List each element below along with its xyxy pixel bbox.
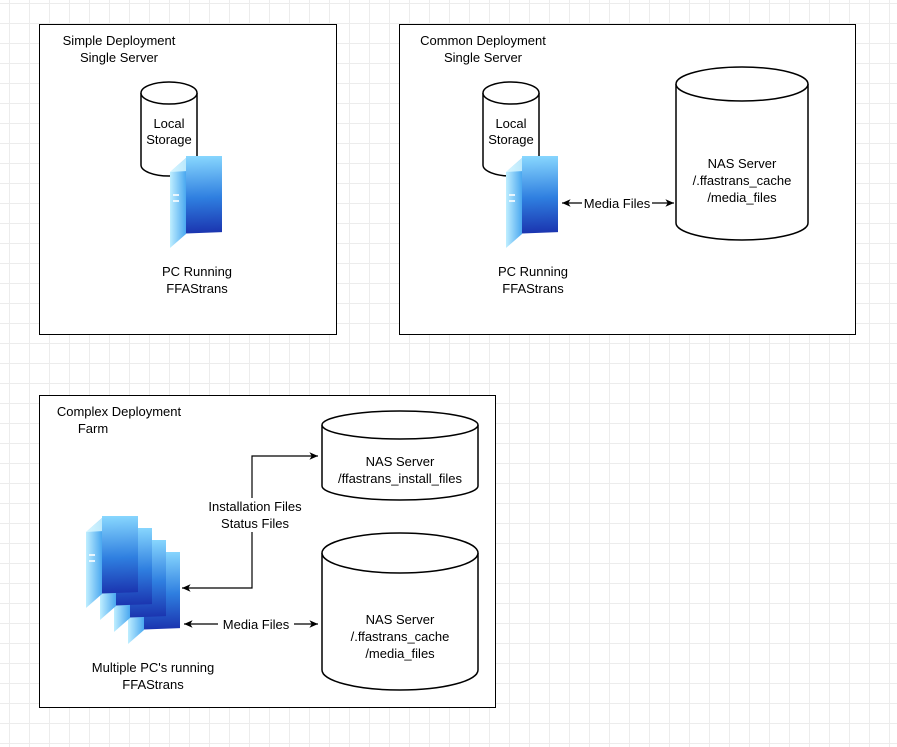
complex-title-line1: Complex Deployment — [57, 404, 182, 419]
pcs-label-line1: Multiple PC's running — [92, 660, 214, 675]
media-files-label: Media Files — [223, 617, 290, 632]
install-label-line2: Status Files — [221, 516, 289, 531]
local-storage-cylinder: Local Storage — [140, 81, 198, 177]
local-storage-label-line1: Local — [495, 116, 526, 131]
pcs-label-line2: FFAStrans — [122, 677, 184, 692]
pc-label-line1: PC Running — [498, 264, 568, 279]
nas-server-cylinder: NAS Server /.ffastrans_cache /media_file… — [675, 66, 809, 241]
simple-title-line2: Single Server — [80, 50, 159, 65]
local-storage-label-line2: Storage — [488, 132, 534, 147]
local-storage-label-line2: Storage — [146, 132, 192, 147]
common-title-line1: Common Deployment — [420, 33, 546, 48]
install-label-bg — [204, 498, 308, 532]
common-title-line2: Single Server — [444, 50, 523, 65]
install-nas-cylinder: NAS Server /ffastrans_install_files — [321, 410, 479, 501]
nas-label-line1: NAS Server — [708, 156, 777, 171]
common-deployment-panel: Common Deployment Single Server Local St… — [399, 24, 856, 335]
install-nas-label-line2: /ffastrans_install_files — [338, 471, 463, 486]
media-label-bg — [218, 616, 294, 632]
media-nas-label-line2: /.ffastrans_cache — [351, 629, 450, 644]
nas-label-line3: /media_files — [707, 190, 777, 205]
pc-label-line2: FFAStrans — [502, 281, 564, 296]
install-label-line1: Installation Files — [208, 499, 302, 514]
complex-title-line2: Farm — [78, 421, 108, 436]
local-storage-label-line1: Local — [153, 116, 184, 131]
simple-deployment-panel: Simple Deployment Single Server Local St… — [39, 24, 337, 335]
media-nas-label-line3: /media_files — [365, 646, 435, 661]
simple-title-line1: Simple Deployment — [63, 33, 176, 48]
media-nas-label-line1: NAS Server — [366, 612, 435, 627]
pc-label-line1: PC Running — [162, 264, 232, 279]
media-nas-cylinder: NAS Server /.ffastrans_cache /media_file… — [321, 532, 479, 691]
local-storage-cylinder: Local Storage — [482, 81, 540, 177]
arrow-label-bg — [582, 195, 652, 211]
complex-deployment-panel: Complex Deployment Farm NAS Server /ffas… — [39, 395, 496, 708]
nas-label-line2: /.ffastrans_cache — [693, 173, 792, 188]
media-files-label: Media Files — [584, 196, 651, 211]
install-nas-label-line1: NAS Server — [366, 454, 435, 469]
pc-label-line2: FFAStrans — [166, 281, 228, 296]
